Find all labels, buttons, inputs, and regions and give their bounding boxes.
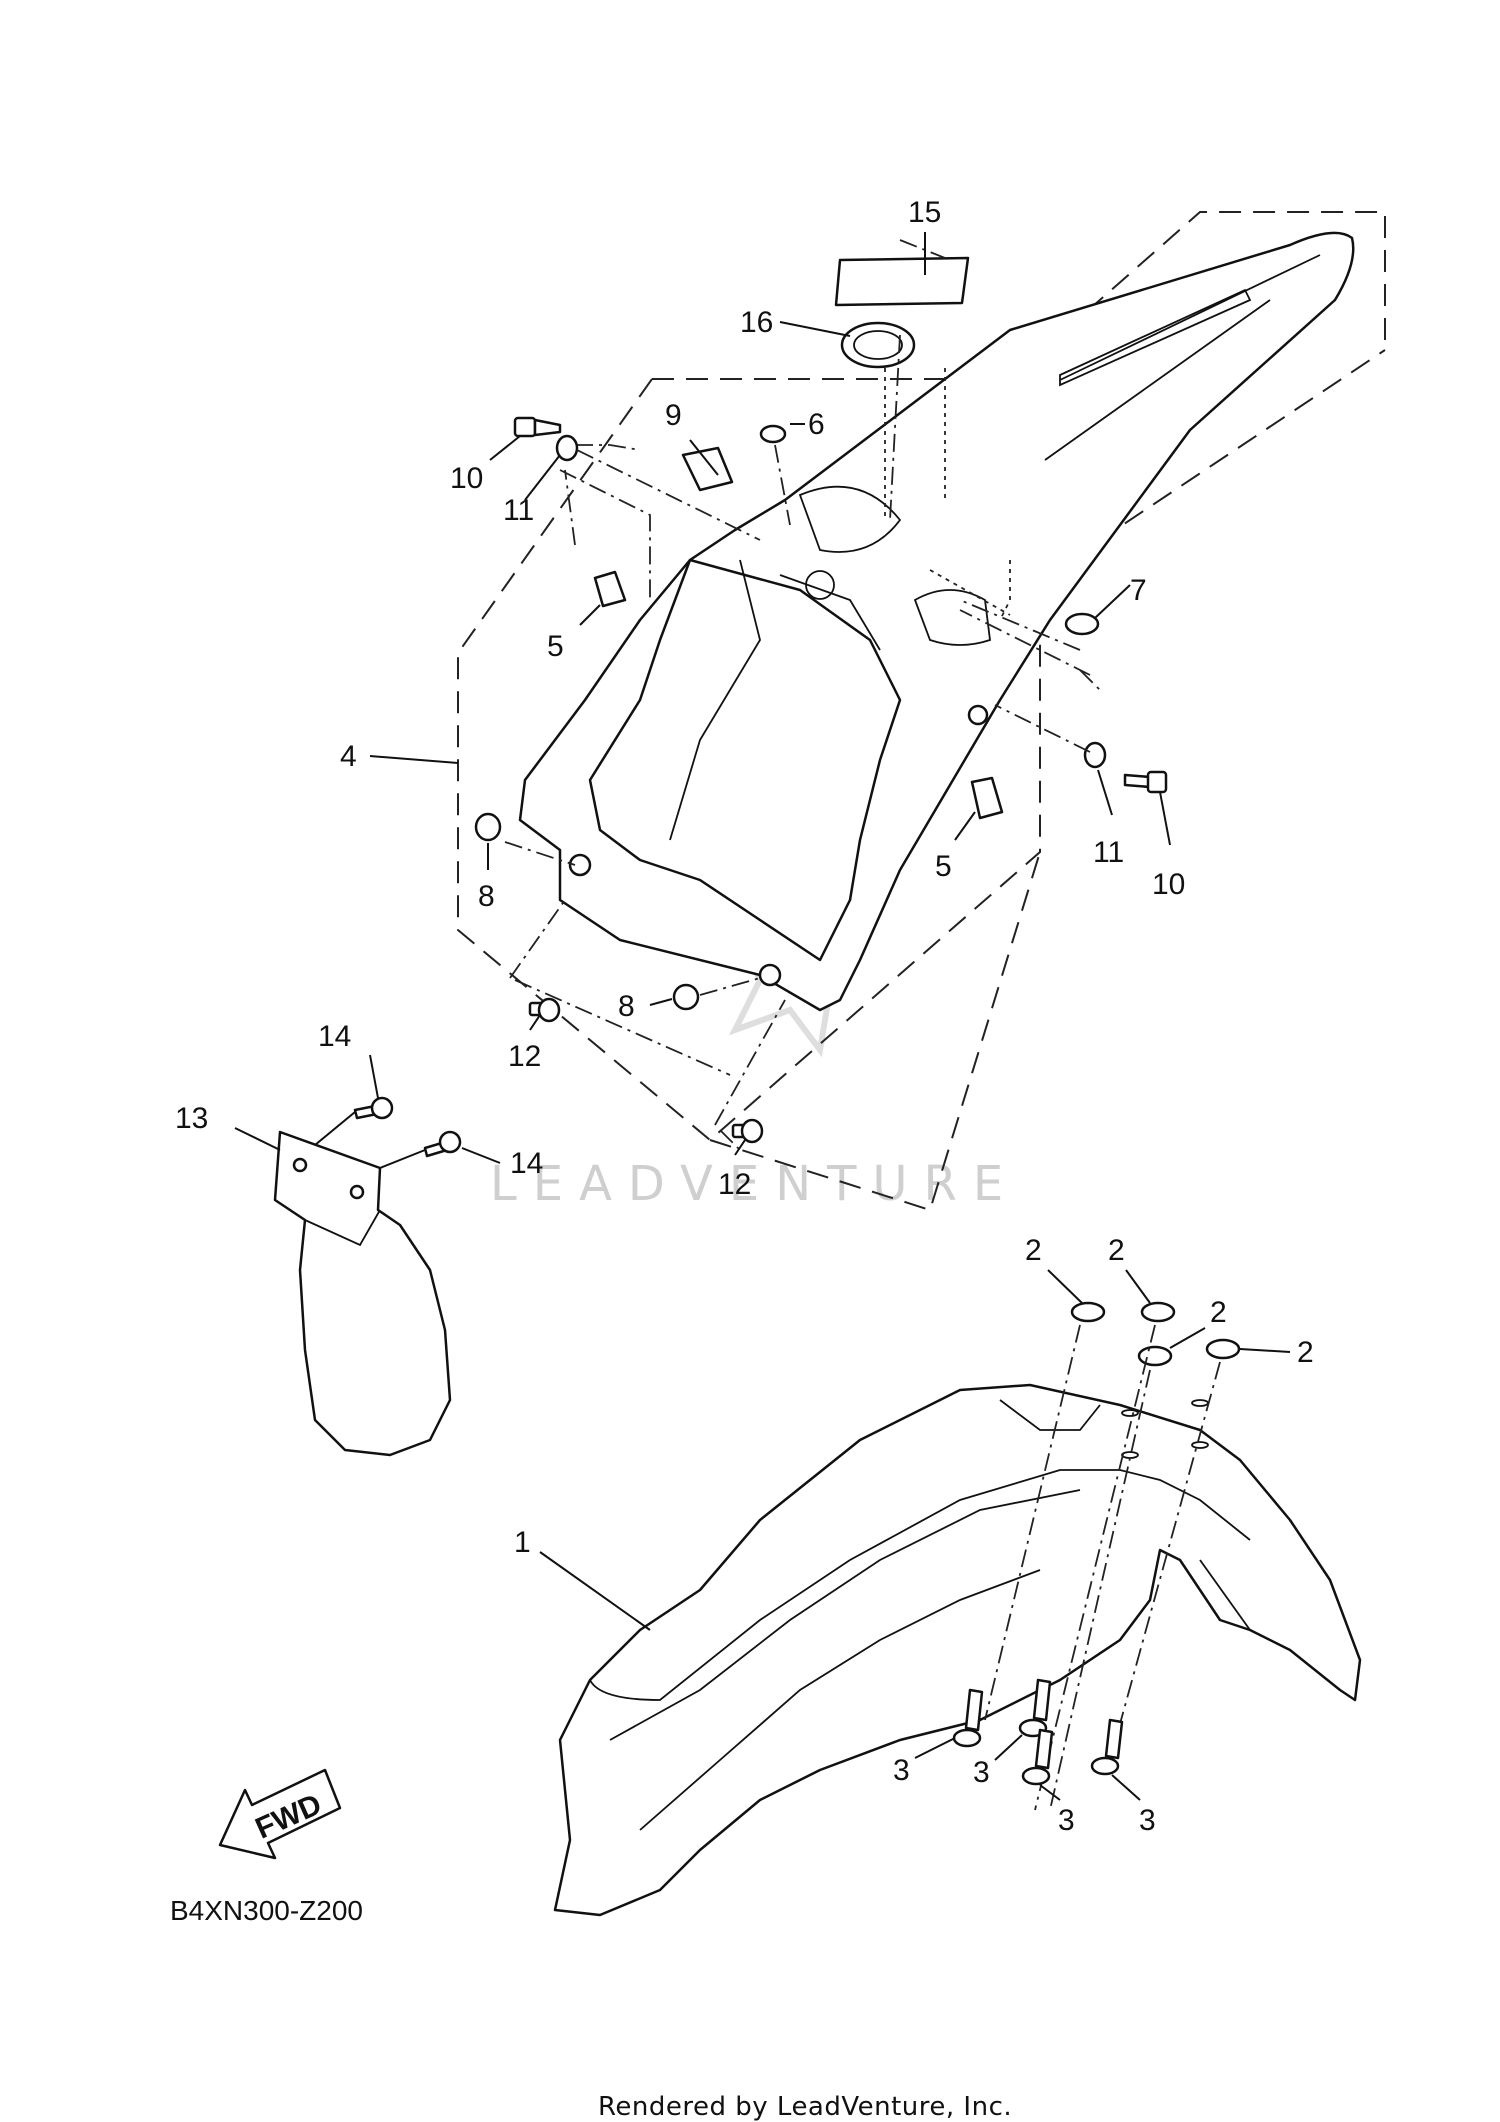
clip-5-left (593, 570, 627, 608)
rear-fender-group-outline (457, 378, 1041, 1142)
callout-labels: 15 16 9 6 10 11 5 7 4 5 11 10 8 8 12 12 … (175, 196, 1314, 1837)
grommet-2-a (1070, 1301, 1106, 1323)
rear-fender-inner (588, 558, 902, 962)
screw-14-right (423, 1130, 462, 1158)
washer-8-left (474, 812, 502, 842)
front-fender-assembly (553, 1301, 1362, 1917)
front-fender (553, 1383, 1362, 1917)
bolt-12-right (731, 1118, 764, 1144)
callout-5-right: 5 (935, 850, 952, 883)
grommet-2-c (1137, 1345, 1173, 1367)
washer-11-top (555, 434, 579, 462)
callout-4: 4 (340, 740, 357, 773)
callout-11-top: 11 (503, 494, 534, 527)
footer-credit: Rendered by LeadVenture, Inc. (598, 2092, 1012, 2122)
bolt-10-top (513, 416, 562, 438)
callout-5-left: 5 (547, 630, 564, 663)
callout-2-c: 2 (1210, 1296, 1227, 1329)
clip-9 (681, 446, 734, 492)
callout-14-right: 14 (510, 1147, 543, 1180)
callout-2-a: 2 (1025, 1234, 1042, 1267)
rear-fender (518, 231, 1355, 1012)
decal-15 (834, 256, 970, 307)
callout-8-bottom: 8 (618, 990, 635, 1023)
washer-11-right (1083, 741, 1107, 769)
watermark-text: LEADVENTURE (490, 1156, 1019, 1212)
grommet-7 (1064, 612, 1100, 636)
bolts-3 (952, 1678, 1124, 1786)
callout-16: 16 (740, 306, 773, 339)
callout-11-right: 11 (1093, 836, 1124, 869)
callout-12-right: 12 (718, 1168, 751, 1201)
nut-6 (759, 424, 787, 444)
bolt-3-d (1090, 1718, 1124, 1776)
bolt-10-right (1123, 770, 1168, 794)
callout-12-left: 12 (508, 1040, 541, 1073)
callout-9: 9 (665, 399, 682, 432)
callout-7: 7 (1130, 574, 1147, 607)
callout-2-b: 2 (1108, 1234, 1125, 1267)
callout-10-top: 10 (450, 462, 483, 495)
callout-1: 1 (514, 1526, 531, 1559)
callout-3-c: 3 (1058, 1804, 1075, 1837)
screw-14-top (353, 1096, 394, 1120)
bolt-3-a (952, 1688, 984, 1748)
callout-13: 13 (175, 1102, 208, 1135)
fwd-arrow-icon: FWD (218, 1768, 342, 1860)
callout-15: 15 (908, 196, 941, 229)
emblem-16 (840, 321, 916, 369)
washer-8-bottom (672, 983, 700, 1011)
clip-5-right (970, 776, 1004, 820)
bolt-3-c (1021, 1728, 1054, 1786)
diagram-code: B4XN300-Z200 (170, 1895, 363, 1926)
callout-2-d: 2 (1297, 1336, 1314, 1369)
callout-6: 6 (808, 408, 825, 441)
rear-hardware (474, 239, 1168, 1144)
watermark: LEADVENTURE (490, 925, 1019, 1212)
rear-fender-assembly (457, 211, 1386, 1212)
mud-flap (273, 1130, 452, 1457)
grommet-2-b (1140, 1301, 1176, 1323)
callout-14-top: 14 (318, 1020, 351, 1053)
leader-lines (234, 232, 1291, 1801)
mud-flap-13 (273, 1096, 462, 1457)
callout-3-d: 3 (1139, 1804, 1156, 1837)
grommet-2-d (1205, 1338, 1241, 1360)
callout-8-left: 8 (478, 880, 495, 913)
grommets-2 (1070, 1301, 1241, 1367)
bolt-12-left (528, 997, 561, 1023)
callout-3-a: 3 (893, 1754, 910, 1787)
callout-10-right: 10 (1152, 868, 1185, 901)
callout-3-b: 3 (973, 1756, 990, 1789)
